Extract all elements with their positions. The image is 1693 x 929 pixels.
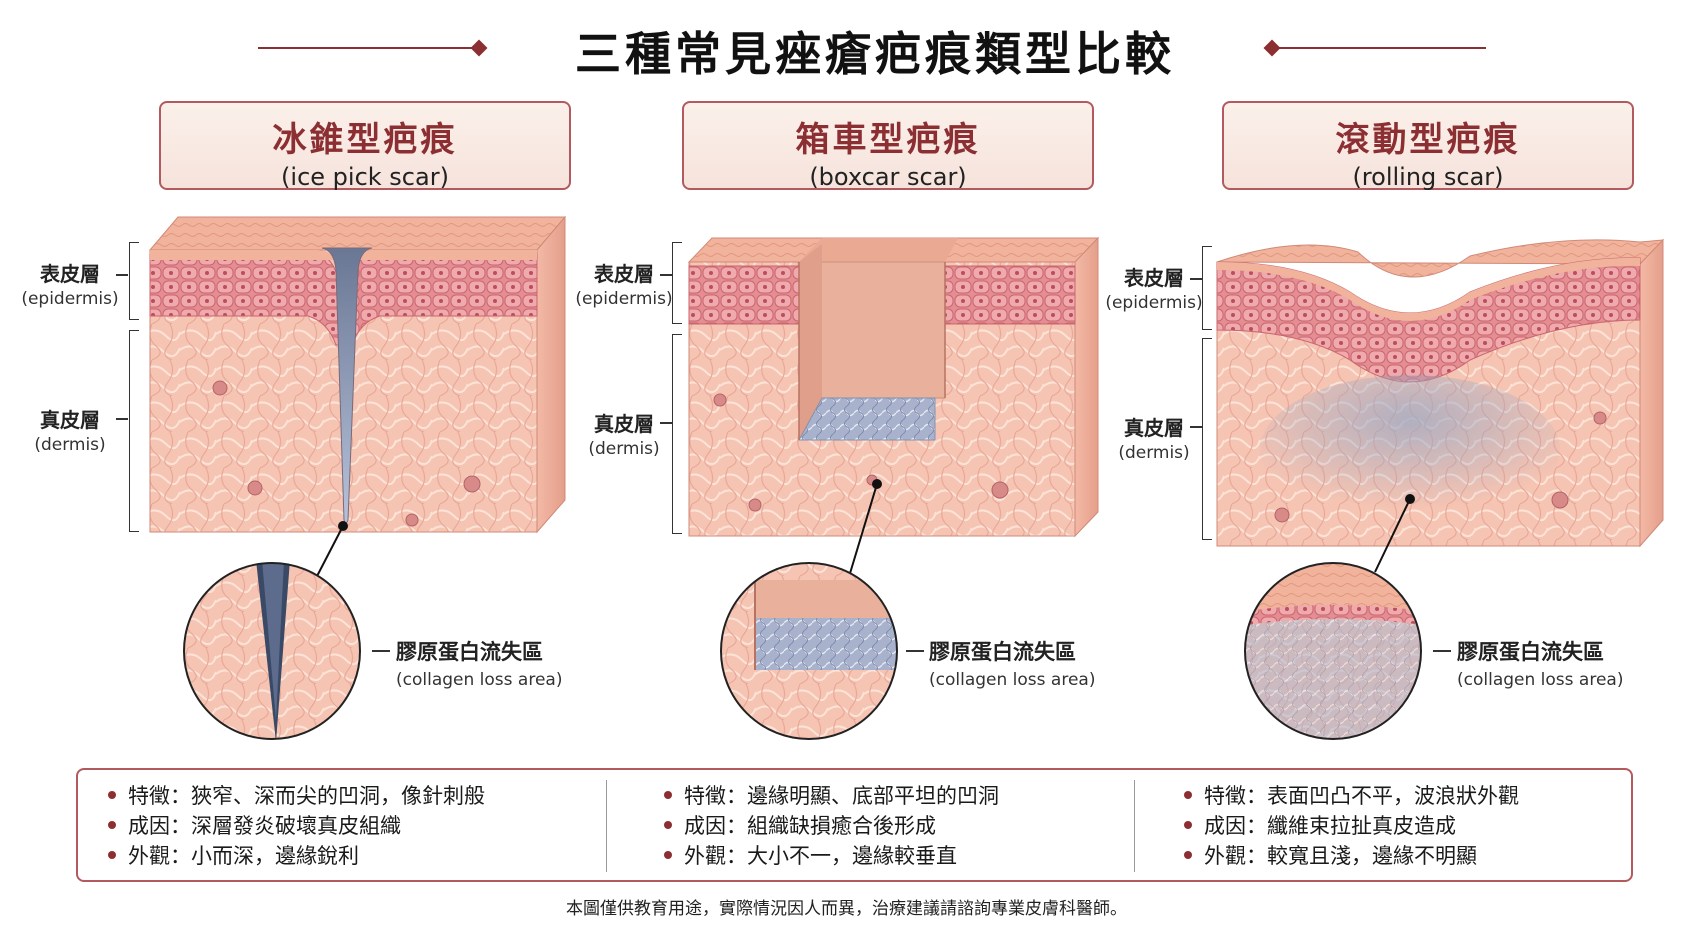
page-title: 三種常見痤瘡疤痕類型比較 <box>575 27 1175 81</box>
icepick-features: 特徵：狹窄、深而尖的凹洞，像針刺般 成因：深層發炎破壞真皮組織 外觀：小而深，邊… <box>108 780 485 870</box>
scar-title-en: (rolling scar) <box>1352 163 1504 191</box>
list-item: 成因：纖維束拉扯真皮造成 <box>1184 810 1519 840</box>
column-divider <box>606 780 607 872</box>
scar-title-zh: 箱車型疤痕 <box>795 120 981 160</box>
scar-title-en: (ice pick scar) <box>281 163 449 191</box>
epidermis-label: 表皮層 (epidermis) <box>21 262 119 309</box>
epidermis-bracket <box>672 242 682 324</box>
bullet-icon <box>664 821 672 829</box>
list-item: 外觀：小而深，邊緣銳利 <box>108 840 485 870</box>
bullet-icon <box>1184 791 1192 799</box>
dermis-label: 真皮層 (dermis) <box>1118 416 1190 463</box>
epidermis-label: 表皮層 (epidermis) <box>1105 266 1203 313</box>
dermis-bracket <box>672 334 682 534</box>
footnote: 本圖僅供教育用途，實際情況因人而異，治療建議請諮詢專業皮膚科醫師。 <box>566 899 1127 919</box>
list-item: 成因：組織缺損癒合後形成 <box>664 810 999 840</box>
collagen-label-rolling: 膠原蛋白流失區 (collagen loss area) <box>1457 640 1624 690</box>
column-divider <box>1134 780 1135 872</box>
bullet-icon <box>1184 821 1192 829</box>
title-line-left <box>258 47 480 49</box>
bullet-icon <box>108 851 116 859</box>
scar-header-rolling: 滾動型疤痕 (rolling scar) <box>1222 101 1634 191</box>
dermis-label: 真皮層 (dermis) <box>588 412 660 459</box>
collagen-label-icepick: 膠原蛋白流失區 (collagen loss area) <box>396 640 563 690</box>
icepick-zoom-circle <box>183 562 361 740</box>
bullet-icon <box>664 851 672 859</box>
scar-title-zh: 滾動型疤痕 <box>1335 120 1521 160</box>
list-item: 外觀：大小不一，邊緣較垂直 <box>664 840 999 870</box>
boxcar-features: 特徵：邊緣明顯、底部平坦的凹洞 成因：組織缺損癒合後形成 外觀：大小不一，邊緣較… <box>664 780 999 870</box>
rolling-block <box>1216 238 1665 573</box>
list-item: 特徵：邊緣明顯、底部平坦的凹洞 <box>664 780 999 810</box>
icepick-block <box>148 215 567 581</box>
bullet-icon <box>664 791 672 799</box>
epidermis-bracket <box>1202 246 1212 330</box>
epidermis-label: 表皮層 (epidermis) <box>575 262 673 309</box>
boxcar-block <box>687 236 1100 581</box>
comparison-info-box: 特徵：狹窄、深而尖的凹洞，像針刺般 成因：深層發炎破壞真皮組織 外觀：小而深，邊… <box>76 768 1633 882</box>
list-item: 成因：深層發炎破壞真皮組織 <box>108 810 485 840</box>
rolling-features: 特徵：表面凹凸不平，波浪狀外觀 成因：纖維束拉扯真皮造成 外觀：較寬且淺，邊緣不… <box>1184 780 1519 870</box>
dermis-label: 真皮層 (dermis) <box>34 408 106 455</box>
dermis-bracket <box>129 330 139 532</box>
bullet-icon <box>108 821 116 829</box>
bullet-icon <box>108 791 116 799</box>
title-row: 三種常見痤瘡疤痕類型比較 <box>0 14 1693 81</box>
dermis-bracket <box>1202 338 1212 540</box>
list-item: 特徵：狹窄、深而尖的凹洞，像針刺般 <box>108 780 485 810</box>
rolling-zoom-circle <box>1244 562 1422 740</box>
list-item: 外觀：較寬且淺，邊緣不明顯 <box>1184 840 1519 870</box>
collagen-label-boxcar: 膠原蛋白流失區 (collagen loss area) <box>929 640 1096 690</box>
list-item: 特徵：表面凹凸不平，波浪狀外觀 <box>1184 780 1519 810</box>
epidermis-bracket <box>129 242 139 320</box>
scar-header-icepick: 冰錐型疤痕 (ice pick scar) <box>159 101 571 191</box>
bullet-icon <box>1184 851 1192 859</box>
scar-title-en: (boxcar scar) <box>809 163 967 191</box>
scar-title-zh: 冰錐型疤痕 <box>272 120 458 160</box>
scar-header-boxcar: 箱車型疤痕 (boxcar scar) <box>682 101 1094 191</box>
title-line-right <box>1278 47 1486 49</box>
boxcar-zoom-circle <box>720 562 898 740</box>
